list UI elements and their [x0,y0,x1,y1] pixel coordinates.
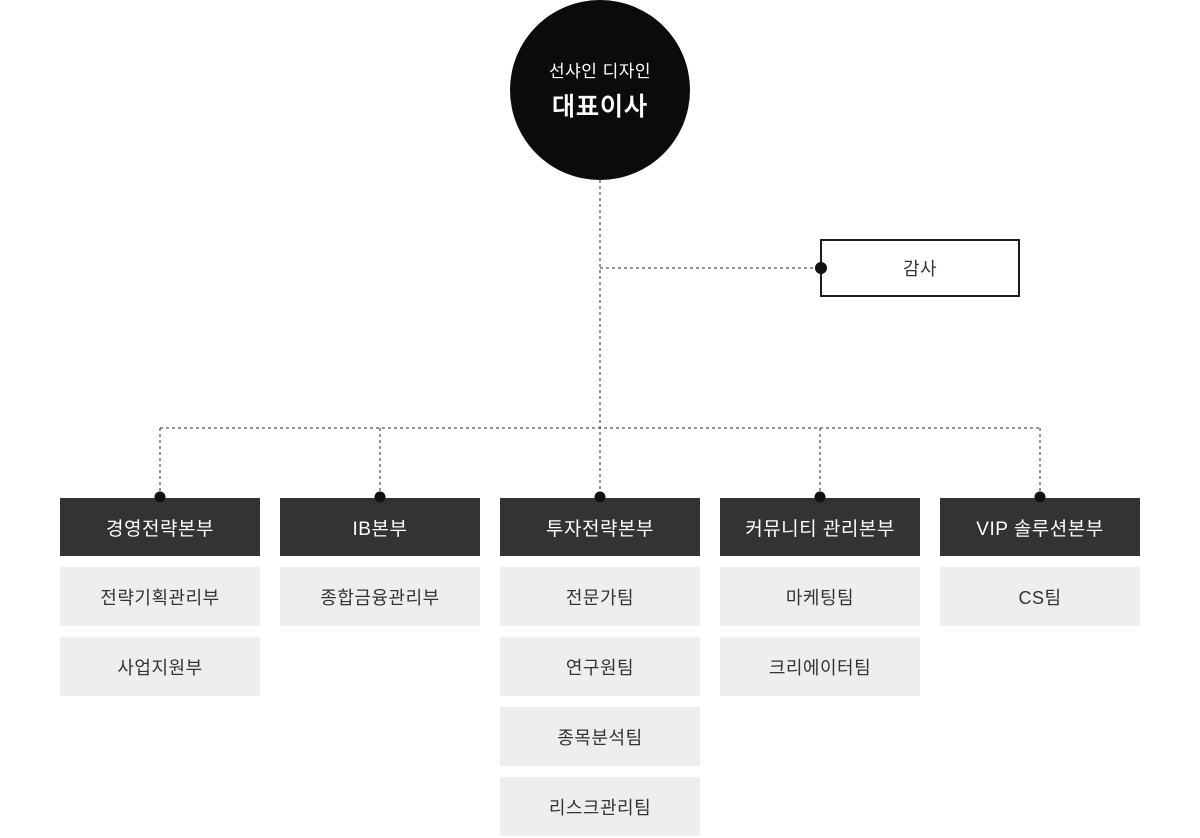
team-box: 크리에이터팀 [720,637,920,696]
team-box: 종합금융관리부 [280,567,480,626]
dept-header: 커뮤니티 관리본부 [720,498,920,556]
audit-node: 감사 [820,239,1020,297]
ceo-title: 대표이사 [551,93,648,121]
team-box: CS팀 [940,567,1140,626]
ceo-node: 선샤인 디자인 대표이사 [510,0,690,180]
dept-header: IB본부 [280,498,480,556]
dept-column-ib: IB본부 종합금융관리부 [280,498,480,626]
dept-column-community-management: 커뮤니티 관리본부 마케팅팀 크리에이터팀 [720,498,920,696]
dept-column-vip-solution: VIP 솔루션본부 CS팀 [940,498,1140,626]
dept-header: VIP 솔루션본부 [940,498,1140,556]
company-name: 선샤인 디자인 [548,62,652,81]
team-box: 전문가팀 [500,567,700,626]
team-box: 사업지원부 [60,637,260,696]
dept-column-management-strategy: 경영전략본부 전략기획관리부 사업지원부 [60,498,260,696]
dept-header: 투자전략본부 [500,498,700,556]
team-box: 연구원팀 [500,637,700,696]
team-box: 종목분석팀 [500,707,700,766]
audit-label: 감사 [902,259,938,279]
dept-header: 경영전략본부 [60,498,260,556]
team-box: 리스크관리팀 [500,777,700,836]
team-box: 전략기획관리부 [60,567,260,626]
dept-column-investment-strategy: 투자전략본부 전문가팀 연구원팀 종목분석팀 리스크관리팀 [500,498,700,836]
team-box: 마케팅팀 [720,567,920,626]
